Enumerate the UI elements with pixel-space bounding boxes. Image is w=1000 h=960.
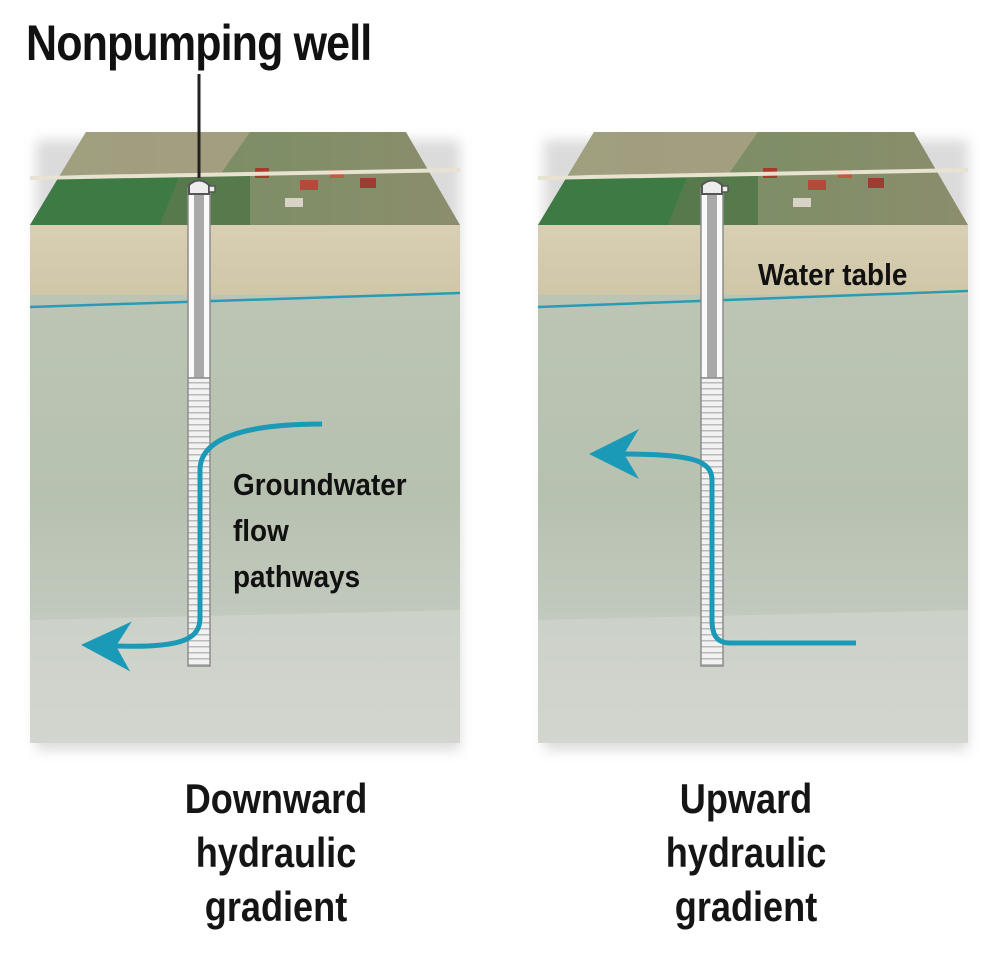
right-block <box>537 132 969 750</box>
caption-downward-gradient: Downward hydraulic gradient <box>184 775 368 930</box>
well-cap-right <box>701 179 723 195</box>
left-block <box>29 74 461 750</box>
flow-label-line-2: flow <box>233 513 289 548</box>
flow-arrow-left <box>81 421 323 672</box>
flow-label-line-1: Groundwater <box>233 467 407 502</box>
water-table-label: Water table <box>758 257 908 292</box>
water-table-line-right <box>537 289 969 309</box>
water-table-line-left <box>29 291 461 309</box>
unsaturated-zone-left <box>30 225 460 295</box>
unsaturated-zone-right <box>538 225 968 295</box>
flow-label-line-3: pathways <box>233 559 361 594</box>
well-cap-left <box>188 179 210 195</box>
caption-upward-gradient: Upward hydraulic gradient <box>665 775 827 930</box>
flow-pathways-label: Groundwater flow pathways <box>233 462 407 600</box>
flow-arrow-right <box>589 429 856 646</box>
diagram-title: Nonpumping well <box>26 15 372 71</box>
